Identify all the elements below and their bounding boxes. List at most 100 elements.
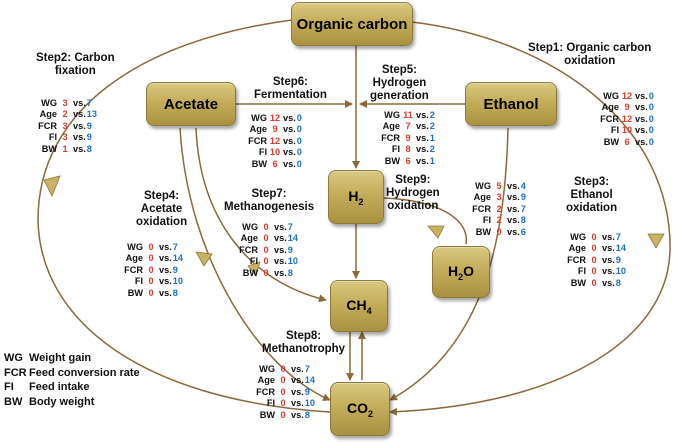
stats-label: FI bbox=[249, 256, 258, 267]
stats-vs: vs. bbox=[274, 222, 287, 232]
stats-label: BW bbox=[242, 267, 258, 278]
stats-label: FI bbox=[266, 398, 275, 409]
stats-vs: vs. bbox=[507, 181, 520, 191]
stats-label: Age bbox=[601, 102, 619, 113]
stats-label: FI bbox=[391, 144, 400, 155]
stats-label: BW bbox=[127, 287, 143, 298]
stats-value-b: 9 bbox=[615, 254, 621, 265]
stats-value-a: 9 bbox=[272, 124, 278, 135]
node-acetate-label: Acetate bbox=[163, 95, 219, 113]
stats-value-a: 6 bbox=[405, 155, 411, 166]
stats-vs: vs. bbox=[507, 203, 520, 214]
stats-vs: vs. bbox=[507, 226, 520, 237]
stats-vs: vs. bbox=[507, 192, 520, 203]
stats-value-b: 7 bbox=[304, 364, 310, 374]
stats-value-a: 3 bbox=[496, 192, 502, 203]
stats-value-a: 0 bbox=[263, 256, 269, 267]
stats-value-b: 7 bbox=[615, 232, 621, 242]
stats-vs: vs. bbox=[635, 136, 648, 147]
stats-value-b: 0 bbox=[648, 91, 654, 101]
stats-value-b: 2 bbox=[429, 121, 435, 132]
stats-vs: vs. bbox=[274, 256, 287, 267]
arrow-step2 bbox=[37, 19, 331, 413]
stats-vs: vs. bbox=[274, 244, 287, 255]
stats-label: FCR bbox=[239, 244, 258, 255]
stats-value-b: 14 bbox=[172, 253, 184, 264]
stats-label: WG bbox=[127, 242, 143, 252]
stats-value-a: 12 bbox=[621, 113, 633, 124]
stats-value-b: 8 bbox=[172, 287, 178, 298]
stats-value-b: 9 bbox=[86, 120, 92, 131]
stats-vs: vs. bbox=[283, 113, 296, 123]
stats-label: FCR bbox=[567, 254, 586, 265]
stats-value-a: 0 bbox=[591, 266, 597, 277]
stats-value-b: 1 bbox=[429, 132, 435, 143]
stats-value-a: 12 bbox=[269, 135, 281, 146]
stats-vs: vs. bbox=[416, 144, 429, 155]
stats-value-b: 7 bbox=[287, 222, 293, 232]
stats-label: BW bbox=[384, 155, 400, 166]
stats-vs: vs. bbox=[283, 147, 296, 158]
stats-vs: vs. bbox=[602, 277, 615, 288]
stats-value-a: 2 bbox=[496, 215, 502, 226]
stats-value-a: 12 bbox=[269, 113, 281, 123]
stats-value-a: 0 bbox=[280, 386, 286, 397]
stats-value-a: 0 bbox=[496, 226, 502, 237]
stats-value-a: 5 bbox=[496, 181, 502, 191]
stats-value-a: 0 bbox=[263, 244, 269, 255]
stats-label: WG bbox=[41, 98, 57, 108]
stats-vs: vs. bbox=[159, 276, 172, 287]
stats-label: WG bbox=[384, 110, 400, 120]
stats-value-b: 9 bbox=[287, 244, 293, 255]
stats-vs: vs. bbox=[291, 409, 304, 420]
stats-value-b: 0 bbox=[296, 113, 302, 123]
stats-value-b: 6 bbox=[520, 226, 526, 237]
stats-value-b: 0 bbox=[296, 158, 302, 169]
arrowhead-step7 bbox=[247, 261, 261, 277]
stats-value-b: 9 bbox=[172, 264, 178, 275]
stats-value-a: 3 bbox=[62, 98, 68, 108]
node-ethanol-label: Ethanol bbox=[483, 95, 539, 113]
stats-label: WG bbox=[251, 113, 267, 123]
stats-vs: vs. bbox=[416, 110, 429, 120]
stats-label: BW bbox=[259, 409, 275, 420]
stats-value-a: 6 bbox=[624, 136, 630, 147]
stats-label: BW bbox=[475, 226, 491, 237]
stats-vs: vs. bbox=[291, 398, 304, 409]
stats-value-a: 2 bbox=[496, 203, 502, 214]
stats-label: FI bbox=[577, 266, 586, 277]
stats-value-b: 8 bbox=[520, 215, 526, 226]
stats-vs: vs. bbox=[602, 243, 615, 254]
stats-value-b: 14 bbox=[287, 233, 299, 244]
stats-vs: vs. bbox=[416, 155, 429, 166]
stats-vs: vs. bbox=[635, 125, 648, 136]
node-ethanol: Ethanol bbox=[465, 82, 557, 126]
stats-label: BW bbox=[603, 136, 619, 147]
stats-value-b: 0 bbox=[648, 125, 654, 136]
stats-value-b: 0 bbox=[296, 124, 302, 135]
stats-vs: vs. bbox=[507, 215, 520, 226]
stats-value-b: 0 bbox=[296, 147, 302, 158]
stats-label: FI bbox=[258, 147, 267, 158]
stats-label: FCR bbox=[600, 113, 619, 124]
arrow-h2-to-h2o bbox=[382, 197, 468, 245]
